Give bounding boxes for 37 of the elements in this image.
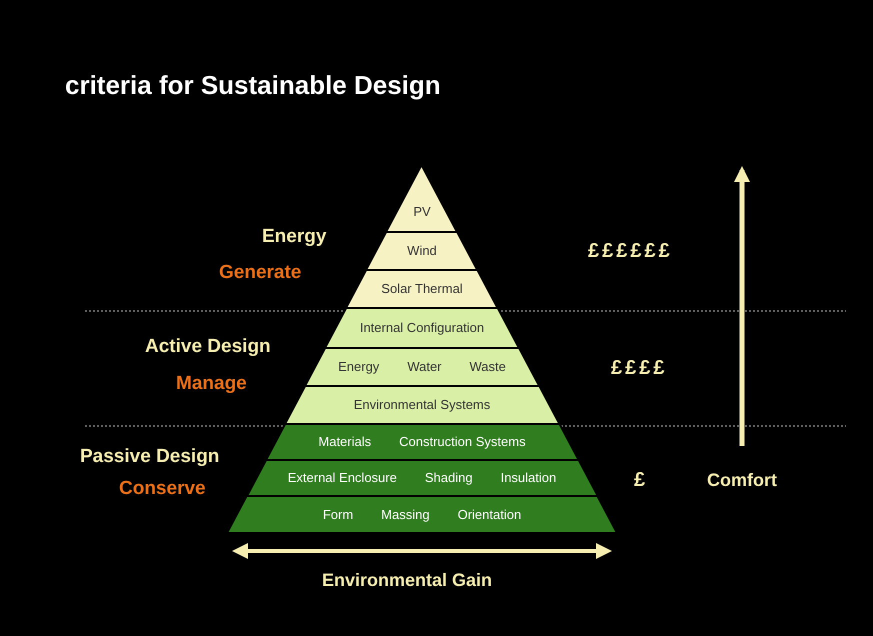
pyramid-tier xyxy=(266,424,578,460)
section-heading: Passive Design xyxy=(80,446,220,468)
cost-label: £ xyxy=(634,469,648,492)
axis-label: Comfort xyxy=(707,470,777,491)
tier-label: Materials xyxy=(318,434,372,449)
section-heading: Energy xyxy=(262,226,326,248)
tier-label: Waste xyxy=(470,359,506,374)
tier-label: External Enclosure xyxy=(288,470,397,485)
tier-label: Energy xyxy=(338,359,380,374)
section-subheading: Conserve xyxy=(119,478,206,500)
tier-label: Massing xyxy=(381,506,430,522)
section-subheading: Generate xyxy=(219,262,302,284)
tier-label: Water xyxy=(407,359,442,374)
section-subheading: Manage xyxy=(176,373,247,395)
pyramid-tier xyxy=(304,348,540,386)
pyramid-tier xyxy=(246,460,598,496)
tier-label: Internal Configuration xyxy=(360,320,484,335)
tier-label: Environmental Systems xyxy=(354,397,490,412)
pyramid-tier xyxy=(366,232,478,270)
pyramid-tier xyxy=(325,308,519,348)
section-heading: Active Design xyxy=(145,336,271,358)
tier-label: Shading xyxy=(424,470,473,485)
tier-label: PV xyxy=(413,204,431,219)
tier-label: Form xyxy=(322,506,354,522)
cost-label: ££££ xyxy=(611,357,668,380)
pyramid-tier xyxy=(346,270,498,308)
pyramid-tier xyxy=(386,165,458,232)
pyramid-tier xyxy=(227,496,617,533)
tier-label: Construction Systems xyxy=(399,434,526,449)
cost-label: ££££££ xyxy=(588,240,673,263)
tier-label: Solar Thermal xyxy=(381,281,463,296)
tier-label: Wind xyxy=(407,243,437,258)
title: criteria for Sustainable Design xyxy=(65,70,441,101)
tier-label: Insulation xyxy=(500,470,556,485)
axis-label: Environmental Gain xyxy=(322,570,492,591)
pyramid-tier xyxy=(284,386,560,424)
tier-label: Orientation xyxy=(458,506,522,522)
